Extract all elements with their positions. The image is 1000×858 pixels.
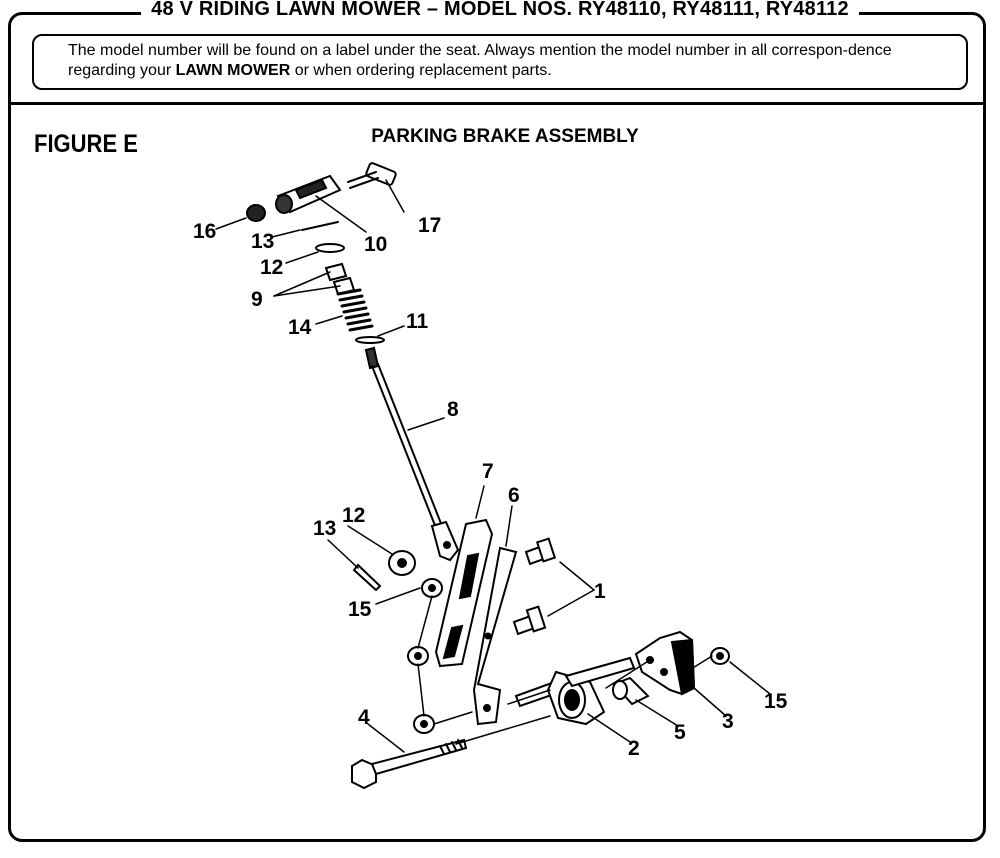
callout-label: 12: [260, 256, 283, 279]
spacer-part: [612, 676, 650, 706]
callout-label: 9: [251, 288, 263, 311]
brake-rod-part: [364, 346, 460, 562]
callout-label: 2: [628, 737, 640, 760]
callout-label: 10: [364, 233, 387, 256]
washer-part: [315, 243, 345, 253]
lower-cotter-pin-part: [352, 563, 382, 592]
callout-label: 12: [342, 504, 365, 527]
callout-label: 3: [722, 710, 734, 733]
notice-emphasis: LAWN MOWER: [175, 62, 291, 79]
cap-part: [246, 204, 266, 222]
diagram-title: PARKING BRAKE ASSEMBLY: [371, 126, 639, 147]
callout-label: 15: [764, 690, 788, 713]
lower-washer-part: [388, 550, 416, 576]
bolt-part: [512, 537, 557, 636]
notice-text-end: or when ordering replacement parts.: [290, 62, 552, 79]
callout-label: 4: [358, 706, 370, 729]
hub-part: [514, 656, 636, 726]
cotter-pin-part: [301, 221, 339, 231]
notice-text: The model number will be found on a labe…: [68, 42, 892, 79]
header-divider: [10, 102, 984, 105]
long-bolt-part: [351, 738, 468, 790]
figure-label: FIGURE E: [34, 130, 138, 158]
page-title: 48 V RIDING LAWN MOWER – MODEL NOS. RY48…: [0, 0, 1000, 21]
model-number-notice: The model number will be found on a labe…: [32, 34, 968, 90]
callout-label: 14: [288, 316, 312, 339]
callout-label: 16: [193, 220, 216, 243]
clevis-pin-part: [347, 162, 397, 189]
callout-label: 1: [594, 580, 606, 603]
callout-label: 7: [482, 460, 494, 483]
retainer-part: [324, 262, 356, 296]
brake-lever-part: [434, 518, 494, 668]
callout-labels: 16 13 10 17 12 9 14 11 8 7 6 12 13 15 1 …: [193, 214, 788, 760]
callout-label: 5: [674, 721, 686, 744]
callout-label: 13: [251, 230, 274, 253]
leader-lines: [215, 179, 771, 753]
callout-label: 17: [418, 214, 441, 237]
ring-part: [355, 336, 385, 344]
clevis-part: [275, 174, 342, 214]
callout-label: 6: [508, 484, 520, 507]
callout-label: 11: [406, 310, 429, 333]
spring-part: [336, 288, 374, 332]
callout-label: 15: [348, 598, 372, 621]
callout-label: 8: [447, 398, 459, 421]
brake-link-part: [472, 546, 518, 726]
callout-label: 13: [313, 517, 336, 540]
nut-part: [407, 578, 730, 734]
